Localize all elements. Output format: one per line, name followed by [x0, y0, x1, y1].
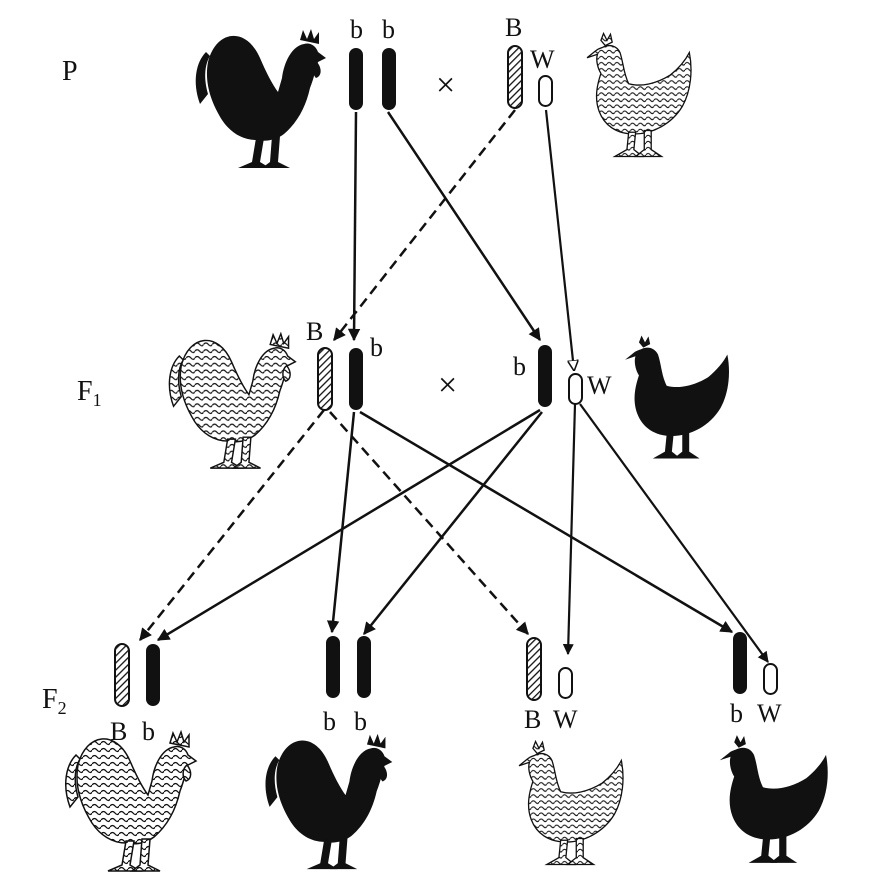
- chromosome-z-b: [357, 636, 371, 698]
- cross-symbol-p: ×: [436, 67, 455, 104]
- barred-hen-icon: [586, 32, 692, 158]
- allele-label: b: [513, 352, 526, 381]
- allele-label: b: [350, 15, 363, 44]
- chromosome-z-B: [526, 637, 542, 701]
- arrow-f1-male-b-to-f2-4: [359, 410, 734, 634]
- barred-rooster-icon: [168, 332, 297, 469]
- arrow-f1-female-b-to-f2-1: [156, 408, 541, 642]
- chromosome-w: [763, 663, 778, 695]
- chromosome-w: [558, 667, 573, 699]
- arrow-f1-female-w-to-f2-3: [562, 403, 577, 656]
- chromosome-z-B: [507, 45, 523, 109]
- arrow-p-male-b-to-f1-female-z: [386, 111, 542, 342]
- allele-label: B: [524, 705, 541, 734]
- arrow-f1-male-b-to-f2-3: [329, 411, 529, 635]
- generation-label-p: P: [62, 56, 78, 87]
- chromosome-z-b: [326, 636, 340, 698]
- chromosome-w: [538, 75, 553, 107]
- allele-label: W: [530, 45, 555, 74]
- allele-label: b: [730, 699, 743, 728]
- chromosome-z-b: [349, 48, 363, 110]
- black-rooster-icon: [195, 29, 326, 168]
- arrow-f1-male-b-to-f2-2: [326, 411, 356, 634]
- allele-label: b: [323, 707, 336, 736]
- cross-symbol-f1: ×: [438, 367, 457, 404]
- arrow-f1-female-b-to-f2-2: [363, 411, 543, 635]
- generation-label-f2: F2: [42, 684, 67, 718]
- barred-rooster-icon: [64, 731, 197, 872]
- arrow-p-female-b-to-f1-male: [333, 109, 516, 341]
- allele-label: B: [306, 317, 323, 346]
- allele-label: b: [354, 707, 367, 736]
- chromosome-z-B: [317, 347, 333, 411]
- chromosome-z-B: [114, 643, 130, 707]
- chromosome-z-b: [349, 348, 363, 410]
- allele-label: b: [382, 15, 395, 44]
- generation-label-f1: F1: [77, 376, 102, 410]
- allele-label: B: [505, 13, 522, 42]
- black-hen-icon: [719, 735, 828, 863]
- allele-label: B: [110, 717, 127, 746]
- chromosome-z-b: [146, 644, 160, 706]
- barred-hen-icon: [518, 740, 624, 866]
- black-hen-icon: [625, 335, 730, 459]
- chromosome-z-b: [538, 345, 552, 407]
- allele-label: W: [757, 699, 782, 728]
- chromosome-z-b: [733, 632, 747, 694]
- arrow-f1-male-b-to-f2-1: [139, 409, 325, 641]
- arrow-p-female-w-to-f1-female-w: [544, 109, 574, 370]
- allele-label: b: [142, 717, 155, 746]
- allele-label: W: [553, 705, 578, 734]
- arrow-p-male-b-to-f1-female: [347, 111, 361, 342]
- allele-label: b: [370, 333, 383, 362]
- chromosome-w: [568, 373, 583, 405]
- black-rooster-icon: [265, 733, 393, 870]
- arrow-f1-female-w-to-f2-4: [579, 403, 769, 663]
- chromosome-z-b: [382, 48, 396, 110]
- allele-label: W: [587, 371, 612, 400]
